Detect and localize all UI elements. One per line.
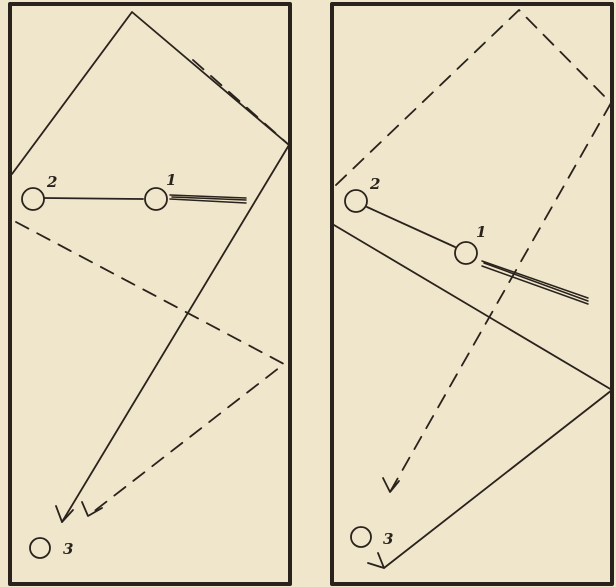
right-ball-1: [454, 241, 478, 265]
right-ball-2-label: 2: [369, 175, 380, 193]
right-ball-2: [344, 189, 368, 213]
left-ball-2-label: 2: [46, 173, 57, 191]
right-path-ball2-solid: [333, 224, 613, 569]
left-ball-2: [21, 187, 45, 211]
right-cue-stick: [481, 260, 589, 305]
left-cue-stick: [169, 194, 247, 204]
left-path-dashed: [15, 221, 285, 517]
left-table-outline: [8, 2, 292, 586]
left-ball-3: [29, 537, 51, 559]
right-table-outline: [330, 2, 614, 586]
right-ball-3: [350, 526, 372, 548]
left-path-dashed-top: [192, 59, 290, 146]
left-ball-3-label: 3: [63, 540, 73, 558]
left-path-ball2-solid: [11, 11, 290, 523]
right-path-dashed: [335, 9, 612, 493]
right-ball-3-label: 3: [383, 530, 393, 548]
right-ball-1-label: 1: [476, 223, 486, 241]
left-arrow-dashed: [81, 501, 103, 517]
right-arrow-dashed: [382, 477, 400, 493]
right-diagram: 2 1 3: [330, 2, 614, 586]
right-path-cue-to-ball2: [366, 206, 456, 248]
left-path-cue-to-ball2: [43, 197, 144, 200]
left-diagram: 2 1 3: [8, 2, 292, 586]
left-ball-1-label: 1: [166, 171, 176, 189]
left-ball-1: [144, 187, 168, 211]
right-arrow-solid: [367, 552, 385, 569]
left-arrow-solid: [55, 505, 74, 523]
